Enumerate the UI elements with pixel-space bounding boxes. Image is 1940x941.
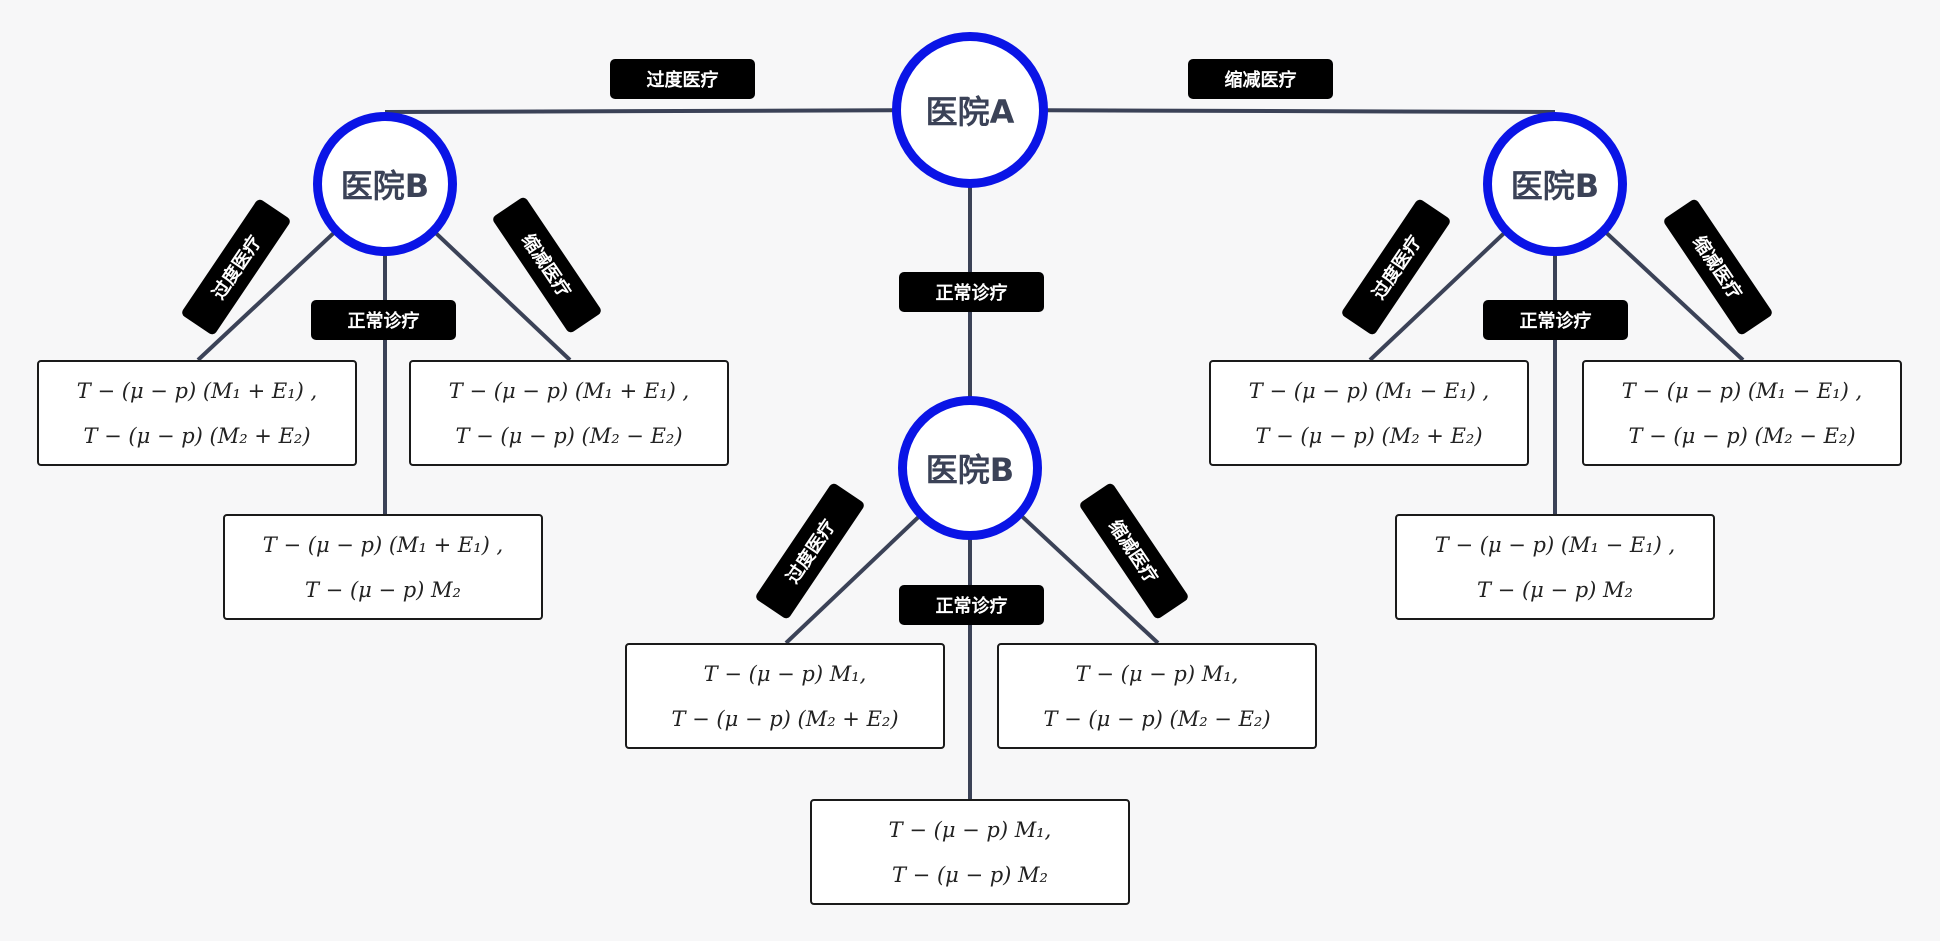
edge-label-root-over: 过度医疗 bbox=[610, 59, 755, 99]
payoff-box-right-over: T − (μ − p) (M₁ − E₁) , T − (μ − p) (M₂ … bbox=[1209, 360, 1529, 466]
payoff-box-right-reduce: T − (μ − p) (M₁ − E₁) , T − (μ − p) (M₂ … bbox=[1582, 360, 1902, 466]
payoff-hospital-b: T − (μ − p) (M₂ + E₂) bbox=[1255, 423, 1483, 448]
edge-label-root-normal: 正常诊疗 bbox=[899, 272, 1044, 312]
edge-label-left-normal: 正常诊疗 bbox=[311, 300, 456, 340]
payoff-box-left-normal: T − (μ − p) (M₁ + E₁) , T − (μ − p) M₂ bbox=[223, 514, 543, 620]
payoff-hospital-a: T − (μ − p) M₁, bbox=[703, 661, 867, 686]
payoff-hospital-a: T − (μ − p) (M₁ + E₁) , bbox=[262, 532, 504, 557]
edge-root-right bbox=[969, 108, 1556, 114]
payoff-hospital-b: T − (μ − p) (M₂ − E₂) bbox=[1043, 706, 1271, 731]
payoff-hospital-b: T − (μ − p) (M₂ + E₂) bbox=[671, 706, 899, 731]
payoff-hospital-b: T − (μ − p) M₂ bbox=[1477, 577, 1633, 602]
payoff-hospital-b: T − (μ − p) (M₂ − E₂) bbox=[455, 423, 683, 448]
payoff-hospital-a: T − (μ − p) M₁, bbox=[888, 817, 1052, 842]
payoff-hospital-a: T − (μ − p) (M₁ + E₁) , bbox=[76, 378, 318, 403]
payoff-hospital-b: T − (μ − p) (M₂ − E₂) bbox=[1628, 423, 1856, 448]
payoff-box-left-over: T − (μ − p) (M₁ + E₁) , T − (μ − p) (M₂ … bbox=[37, 360, 357, 466]
edge-label-root-reduce: 缩减医疗 bbox=[1188, 59, 1333, 99]
node-hospital-b-left: 医院B bbox=[313, 112, 457, 256]
payoff-hospital-a: T − (μ − p) (M₁ − E₁) , bbox=[1621, 378, 1863, 403]
payoff-box-left-reduce: T − (μ − p) (M₁ + E₁) , T − (μ − p) (M₂ … bbox=[409, 360, 729, 466]
payoff-hospital-a: T − (μ − p) (M₁ + E₁) , bbox=[448, 378, 690, 403]
edge-label-right-normal: 正常诊疗 bbox=[1483, 300, 1628, 340]
payoff-box-middle-over: T − (μ − p) M₁, T − (μ − p) (M₂ + E₂) bbox=[625, 643, 945, 749]
node-hospital-a: 医院A bbox=[892, 32, 1048, 188]
payoff-box-middle-normal: T − (μ − p) M₁, T − (μ − p) M₂ bbox=[810, 799, 1130, 905]
payoff-hospital-a: T − (μ − p) (M₁ − E₁) , bbox=[1434, 532, 1676, 557]
edge-label-middle-normal: 正常诊疗 bbox=[899, 585, 1044, 625]
payoff-box-right-normal: T − (μ − p) (M₁ − E₁) , T − (μ − p) M₂ bbox=[1395, 514, 1715, 620]
payoff-hospital-b: T − (μ − p) M₂ bbox=[305, 577, 461, 602]
payoff-hospital-b: T − (μ − p) (M₂ + E₂) bbox=[83, 423, 311, 448]
payoff-hospital-a: T − (μ − p) (M₁ − E₁) , bbox=[1248, 378, 1490, 403]
node-hospital-b-right: 医院B bbox=[1483, 112, 1627, 256]
payoff-box-middle-reduce: T − (μ − p) M₁, T − (μ − p) (M₂ − E₂) bbox=[997, 643, 1317, 749]
payoff-hospital-a: T − (μ − p) M₁, bbox=[1075, 661, 1239, 686]
edge-root-left bbox=[384, 108, 971, 114]
payoff-hospital-b: T − (μ − p) M₂ bbox=[892, 862, 1048, 887]
node-hospital-b-middle: 医院B bbox=[898, 396, 1042, 540]
